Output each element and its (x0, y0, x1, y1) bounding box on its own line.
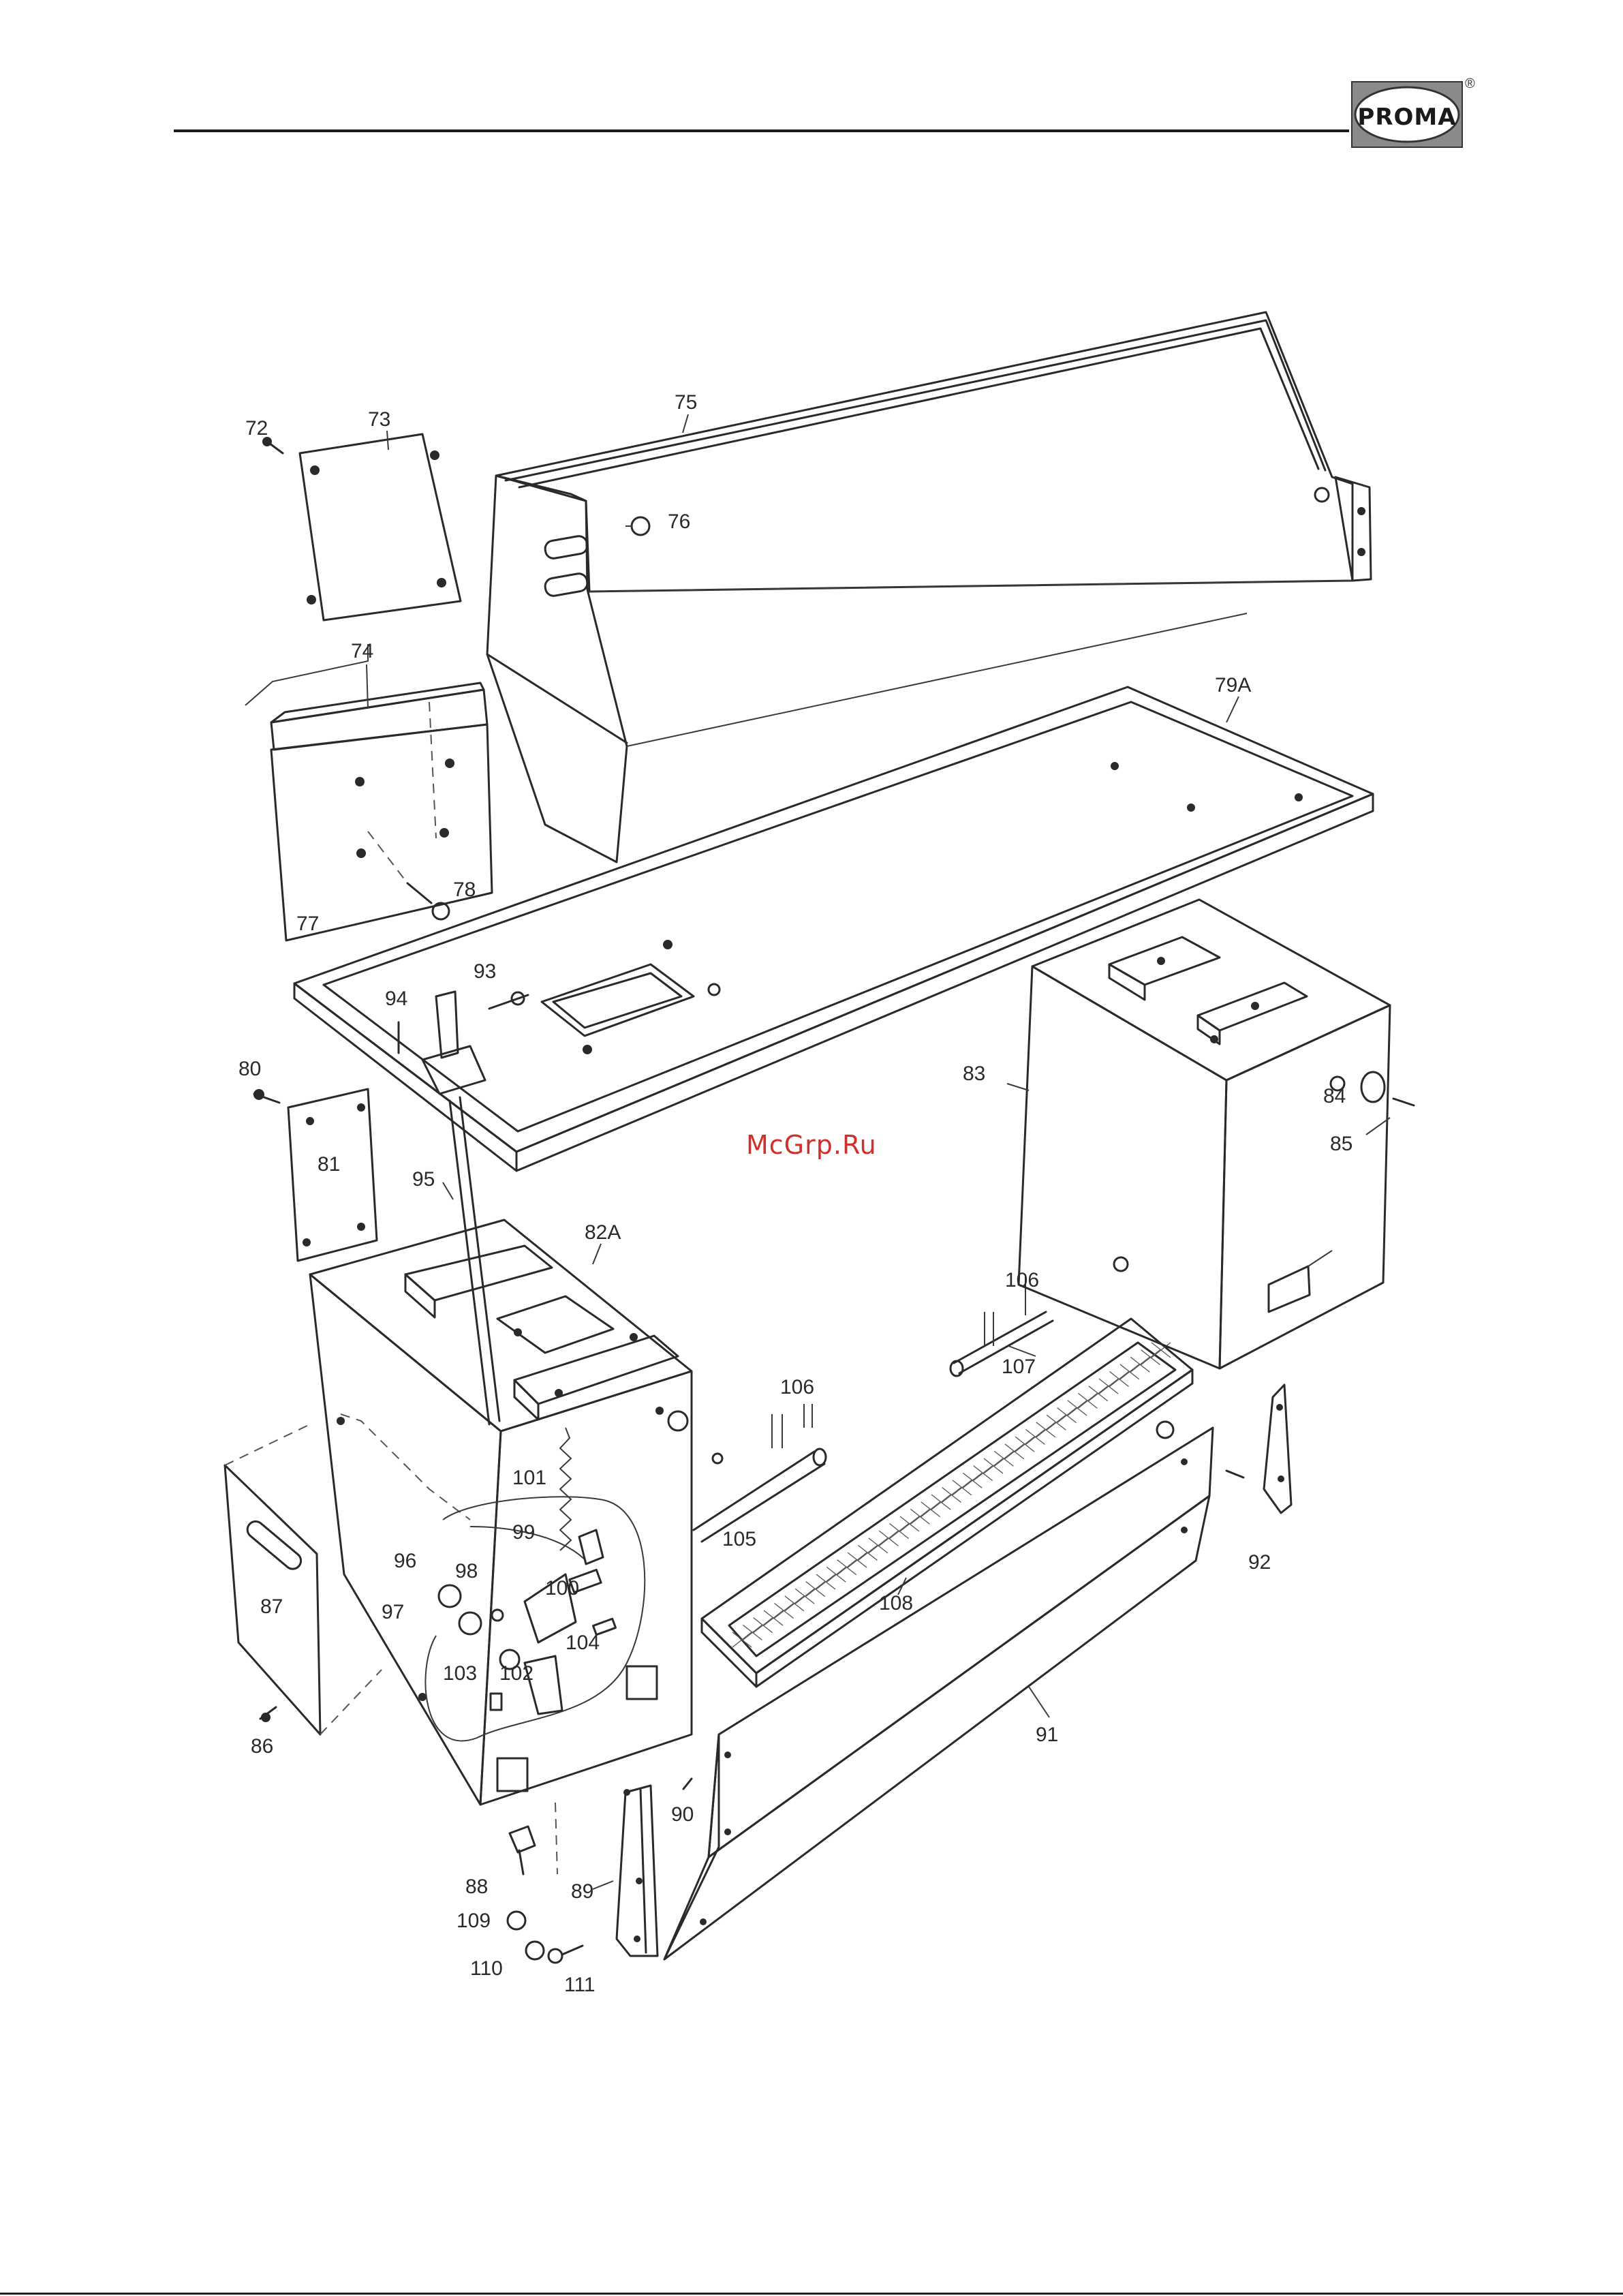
watermark: McGrp.Ru (746, 1130, 877, 1160)
label-74: 74 (351, 640, 373, 662)
label-76: 76 (668, 510, 690, 533)
part-79A-top-frame (294, 687, 1373, 1171)
label-88: 88 (465, 1876, 488, 1898)
label-77: 77 (296, 913, 319, 935)
label-105: 105 (722, 1528, 756, 1550)
label-79A: 79A (1215, 674, 1251, 697)
label-75: 75 (675, 391, 697, 414)
label-106-right: 106 (1005, 1269, 1039, 1291)
label-81: 81 (318, 1153, 340, 1176)
label-104: 104 (566, 1632, 600, 1654)
label-103: 103 (443, 1662, 477, 1685)
part-82A-left-cabinet (310, 1220, 692, 1805)
label-97: 97 (382, 1601, 404, 1623)
label-72: 72 (245, 417, 268, 440)
label-101: 101 (512, 1467, 546, 1489)
label-110: 110 (470, 1957, 503, 1980)
label-80: 80 (238, 1058, 261, 1080)
label-111: 111 (564, 1974, 596, 1996)
label-100: 100 (545, 1577, 579, 1599)
label-93: 93 (474, 960, 496, 983)
part-81-side-plate (253, 1089, 377, 1261)
label-90: 90 (671, 1803, 694, 1826)
label-102: 102 (499, 1662, 534, 1685)
part-92-bracket (1226, 1385, 1291, 1513)
label-107: 107 (1002, 1356, 1036, 1378)
label-89: 89 (571, 1880, 593, 1903)
part-83-right-cabinet (1019, 900, 1414, 1368)
part-91-front-panel (664, 1422, 1213, 1959)
label-78: 78 (453, 878, 476, 901)
label-96: 96 (394, 1550, 416, 1572)
label-106-left: 106 (780, 1376, 814, 1398)
part-105-107-rods (694, 1274, 1053, 1542)
label-99: 99 (512, 1521, 535, 1544)
label-92: 92 (1248, 1551, 1271, 1574)
part-93-switch-window (489, 964, 694, 1036)
part-87-side-panel (225, 1424, 382, 1734)
label-85: 85 (1330, 1133, 1352, 1155)
part-76-bolt (625, 517, 649, 535)
label-91: 91 (1036, 1724, 1058, 1746)
part-75-upper-hood (487, 312, 1371, 862)
part-108-mesh-tray (702, 1319, 1192, 1687)
part-number-labels: 72 73 74 75 76 77 78 79A 80 81 82A 83 84… (238, 391, 1352, 1996)
label-98: 98 (455, 1560, 478, 1582)
label-84: 84 (1323, 1085, 1346, 1107)
label-95: 95 (412, 1168, 435, 1191)
label-94: 94 (385, 988, 407, 1010)
part-95-rod (450, 1097, 499, 1424)
label-73: 73 (368, 408, 390, 431)
label-108: 108 (879, 1592, 913, 1614)
label-83: 83 (963, 1062, 985, 1085)
label-87: 87 (260, 1595, 283, 1618)
part-73-plate (300, 434, 461, 620)
part-94-bracket (399, 992, 485, 1094)
label-109: 109 (457, 1910, 491, 1932)
label-82A: 82A (585, 1221, 621, 1244)
bottom-rule (0, 2293, 1623, 2295)
label-86: 86 (251, 1735, 273, 1758)
